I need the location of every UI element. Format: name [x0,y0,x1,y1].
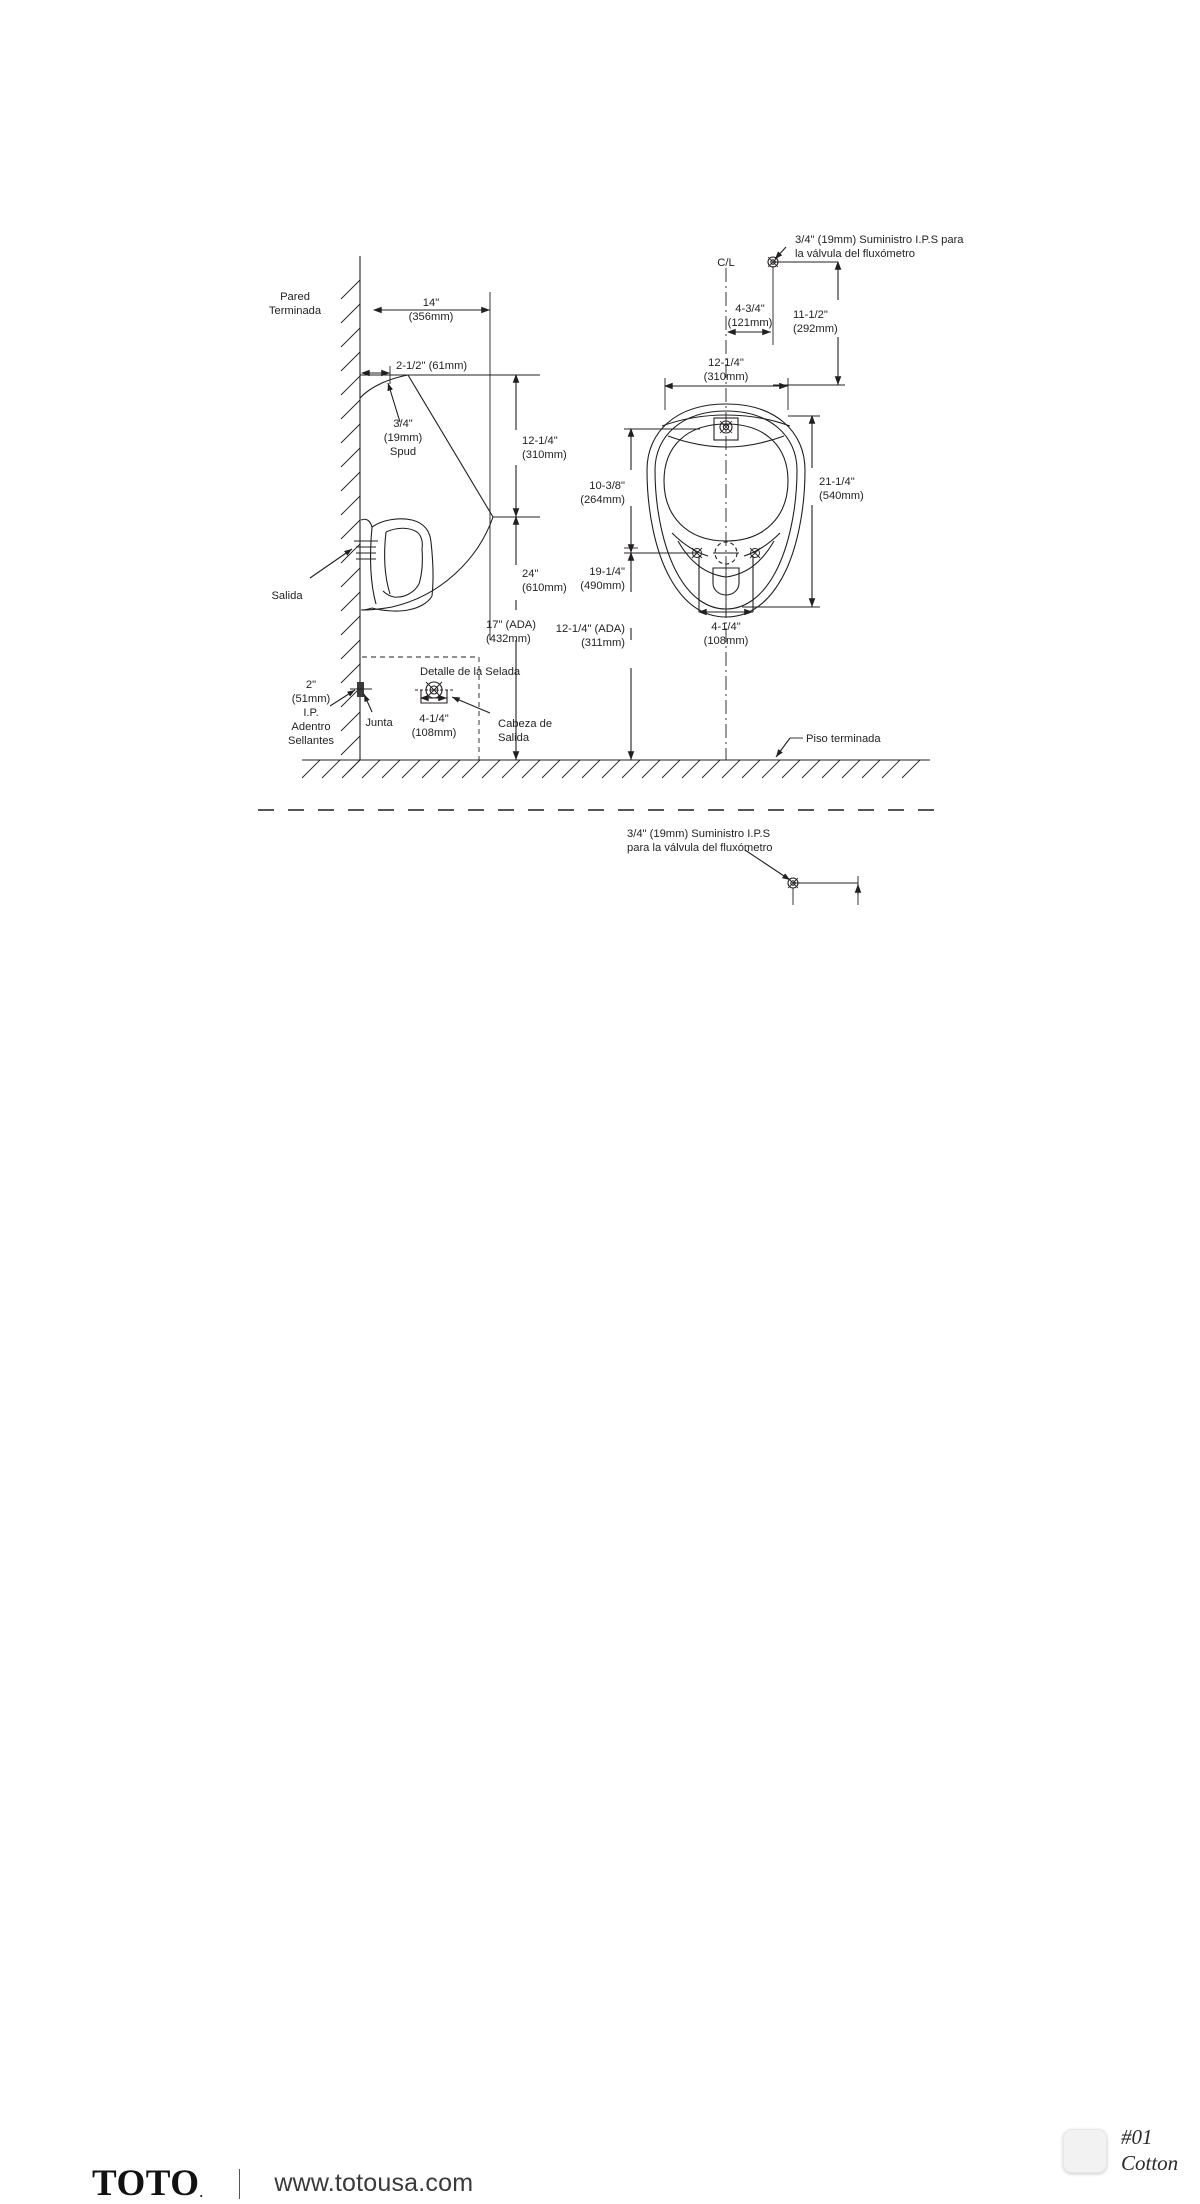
dim-bowl-height-in: 10-3/8" [589,480,625,492]
label-lower-supply-line1: 3/4" (19mm) Suministro I.P.S [627,828,770,840]
label-junta: Junta [365,717,393,729]
page-footer: TOTO. www.totousa.com #01 Cotton [0,1080,1200,2202]
dim-outlet-width-mm: (108mm) [412,727,457,739]
label-seal-detail-title: Detalle de la Selada [420,666,521,678]
label-spud-line2: (19mm) [384,432,423,444]
label-outlet-head-line2: Salida [498,732,530,744]
label-ip-adentro: Adentro [291,721,330,733]
dim-spud-offset [360,366,391,384]
dim-front-outlet-width-in: 4-1/4" [711,621,740,633]
label-lower-supply-line2: para la válvula del fluxómetro [627,842,773,854]
dim-side-top-mm: (310mm) [522,449,567,461]
dim-side-top-in: 12-1/4" [522,435,558,447]
seal-leaders [329,689,373,713]
brand-divider [239,2168,241,2199]
floor-label-leader [775,737,803,758]
dim-front-outlet-width-mm: (108mm) [704,635,749,647]
label-front-supply-line1: 3/4" (19mm) Suministro I.P.S para [795,234,964,246]
dim-side-vertical-chain [508,373,526,760]
wall-hatching [340,279,361,773]
dim-depth-mm: (356mm) [409,311,454,323]
seal-detail-box [362,656,480,760]
label-outlet-salida: Salida [271,590,303,602]
toto-logo: TOTO. [92,2165,203,2202]
toto-logo-text: TOTO [92,2163,200,2204]
brand-block: TOTO. www.totousa.com [92,2165,473,2202]
dim-side-ada-in: 17" (ADA) [486,619,536,631]
toto-logo-mark: . [199,2185,204,2200]
dim-supply-offset-mm: (121mm) [728,317,773,329]
label-wall-line2: Terminada [269,305,322,317]
dim-supply-offset [726,266,774,345]
color-label: #01 Cotton [1121,2125,1178,2176]
label-ip-sellantes: Sellantes [288,735,334,747]
gasket-block [350,682,372,697]
drawing-page: Pared Terminada 14" (356mm) 2-1/2" (61mm… [0,234,1200,2202]
dim-supply-height-in: 11-1/2" [793,309,828,321]
dim-front-ada-in: 12-1/4" (ADA) [556,623,626,635]
dim-ip-in: 2" [306,679,316,691]
dim-side-24-mm: (610mm) [522,582,567,594]
dim-supply-offset-in: 4-3/4" [735,303,764,315]
urinal-front-body [646,403,806,618]
dim-front-width-mm: (310mm) [704,371,749,383]
label-ip: I.P. [303,707,318,719]
dim-front-width [663,378,789,410]
dim-bowl-height-mm: (264mm) [580,494,625,506]
color-name: Cotton [1121,2150,1179,2175]
label-centerline: C/L [717,257,734,269]
dim-spud-offset-label: 2-1/2" (61mm) [396,360,467,372]
floor-hatching [301,759,921,779]
dim-depth-in: 14" [423,297,439,309]
technical-drawing-canvas: Pared Terminada 14" (356mm) 2-1/2" (61mm… [258,234,964,905]
label-wall-line1: Pared [280,291,310,303]
dim-front-width-in: 12-1/4" [708,357,744,369]
urinal-side-profile [359,374,494,612]
label-spud-line1: 3/4" [393,418,413,430]
dim-rim-height-in: 19-1/4" [589,566,625,578]
dim-front-ada-mm: (311mm) [581,637,625,649]
dim-overall-height [742,414,820,608]
side-extension-lines [408,374,540,518]
label-spud-line3: Spud [390,446,416,458]
label-floor: Piso terminada [806,733,881,745]
color-code: #01 [1121,2125,1153,2149]
label-front-supply-line2: la válvula del fluxómetro [795,248,915,260]
dim-front-left-chain [624,427,700,760]
drawing-text-labels: Pared Terminada 14" (356mm) 2-1/2" (61mm… [269,234,964,854]
spud-leader [387,382,401,423]
dim-depth-14in [372,292,491,640]
lower-supply-fitting [744,849,862,905]
outlet-head-symbol [415,681,491,714]
dim-outlet-width-in: 4-1/4" [419,713,448,725]
website-url[interactable]: www.totousa.com [274,2169,474,2197]
outlet-marks [354,540,378,560]
outlet-leader [309,548,353,579]
dim-ip-mm: (51mm) [292,693,331,705]
color-swatch-block: #01 Cotton [1063,2125,1178,2176]
dim-side-24-in: 24" [522,568,538,580]
color-swatch [1063,2128,1107,2173]
label-outlet-head-line1: Cabeza de [498,718,552,730]
dim-overall-height-in: 21-1/4" [819,476,855,488]
dim-rim-height-mm: (490mm) [580,580,625,592]
dim-overall-height-mm: (540mm) [819,490,864,502]
dim-side-ada-mm: (432mm) [486,633,531,645]
dim-supply-height-mm: (292mm) [793,323,838,335]
